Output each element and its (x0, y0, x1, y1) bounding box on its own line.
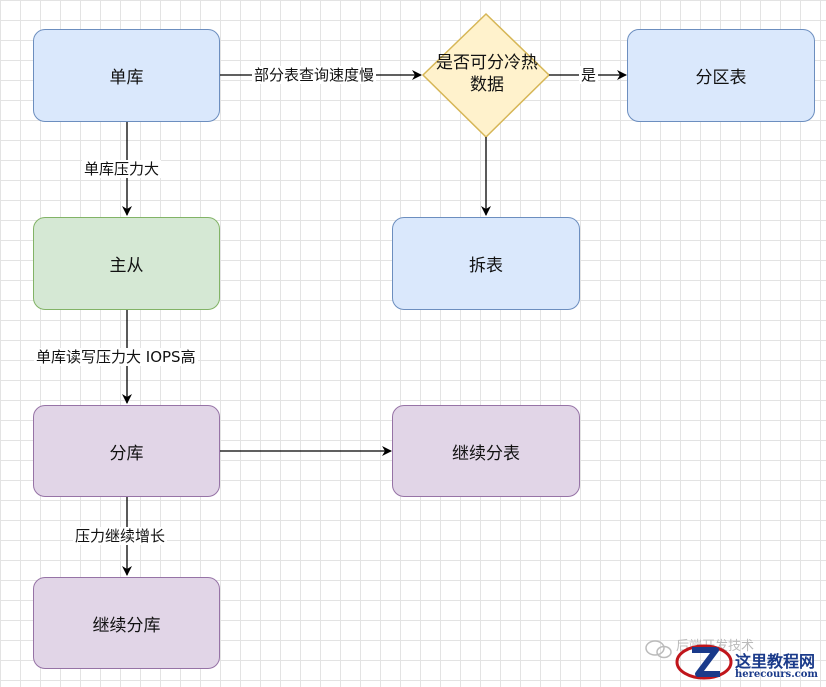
watermark: 后端开发技术 这里教程网 herecours.com (640, 630, 826, 687)
site-logo-icon (675, 644, 733, 680)
node-master-slave[interactable]: 主从 (33, 217, 220, 310)
edge-label-yes: 是 (579, 66, 599, 84)
hot-cold-decision-line1: 是否可分冷热 (436, 53, 538, 73)
node-partition-table-label: 分区表 (695, 68, 747, 88)
node-continue-sharding-table[interactable]: 继续分表 (392, 405, 580, 497)
edge-label-pressure-growth: 压力继续增长 (73, 527, 168, 545)
node-split-table-label: 拆表 (469, 256, 503, 276)
edge-label-read-write-pressure: 单库读写压力大 IOPS高 (34, 348, 198, 366)
edge-label-single-db-pressure: 单库压力大 (82, 160, 162, 178)
node-sharding-db-label: 分库 (109, 443, 144, 464)
edge-label-slow-query: 部分表查询速度慢 (252, 66, 377, 84)
hot-cold-decision-label: 是否可分冷热 数据 (424, 52, 550, 96)
hot-cold-decision-line2: 数据 (470, 75, 504, 95)
node-continue-sharding-table-label: 继续分表 (452, 443, 520, 464)
node-partition-table[interactable]: 分区表 (627, 29, 815, 122)
node-sharding-db[interactable]: 分库 (33, 405, 220, 497)
node-master-slave-label: 主从 (109, 256, 144, 276)
watermark-site-name: 这里教程网 (735, 652, 816, 671)
node-continue-sharding-db[interactable]: 继续分库 (33, 577, 220, 669)
node-single-db-label: 单库 (109, 68, 144, 88)
watermark-site-url: herecours.com (735, 669, 819, 680)
node-continue-sharding-db-label: 继续分库 (92, 615, 161, 636)
wechat-icon (645, 640, 672, 659)
node-single-db[interactable]: 单库 (33, 29, 220, 122)
node-split-table[interactable]: 拆表 (392, 217, 580, 310)
